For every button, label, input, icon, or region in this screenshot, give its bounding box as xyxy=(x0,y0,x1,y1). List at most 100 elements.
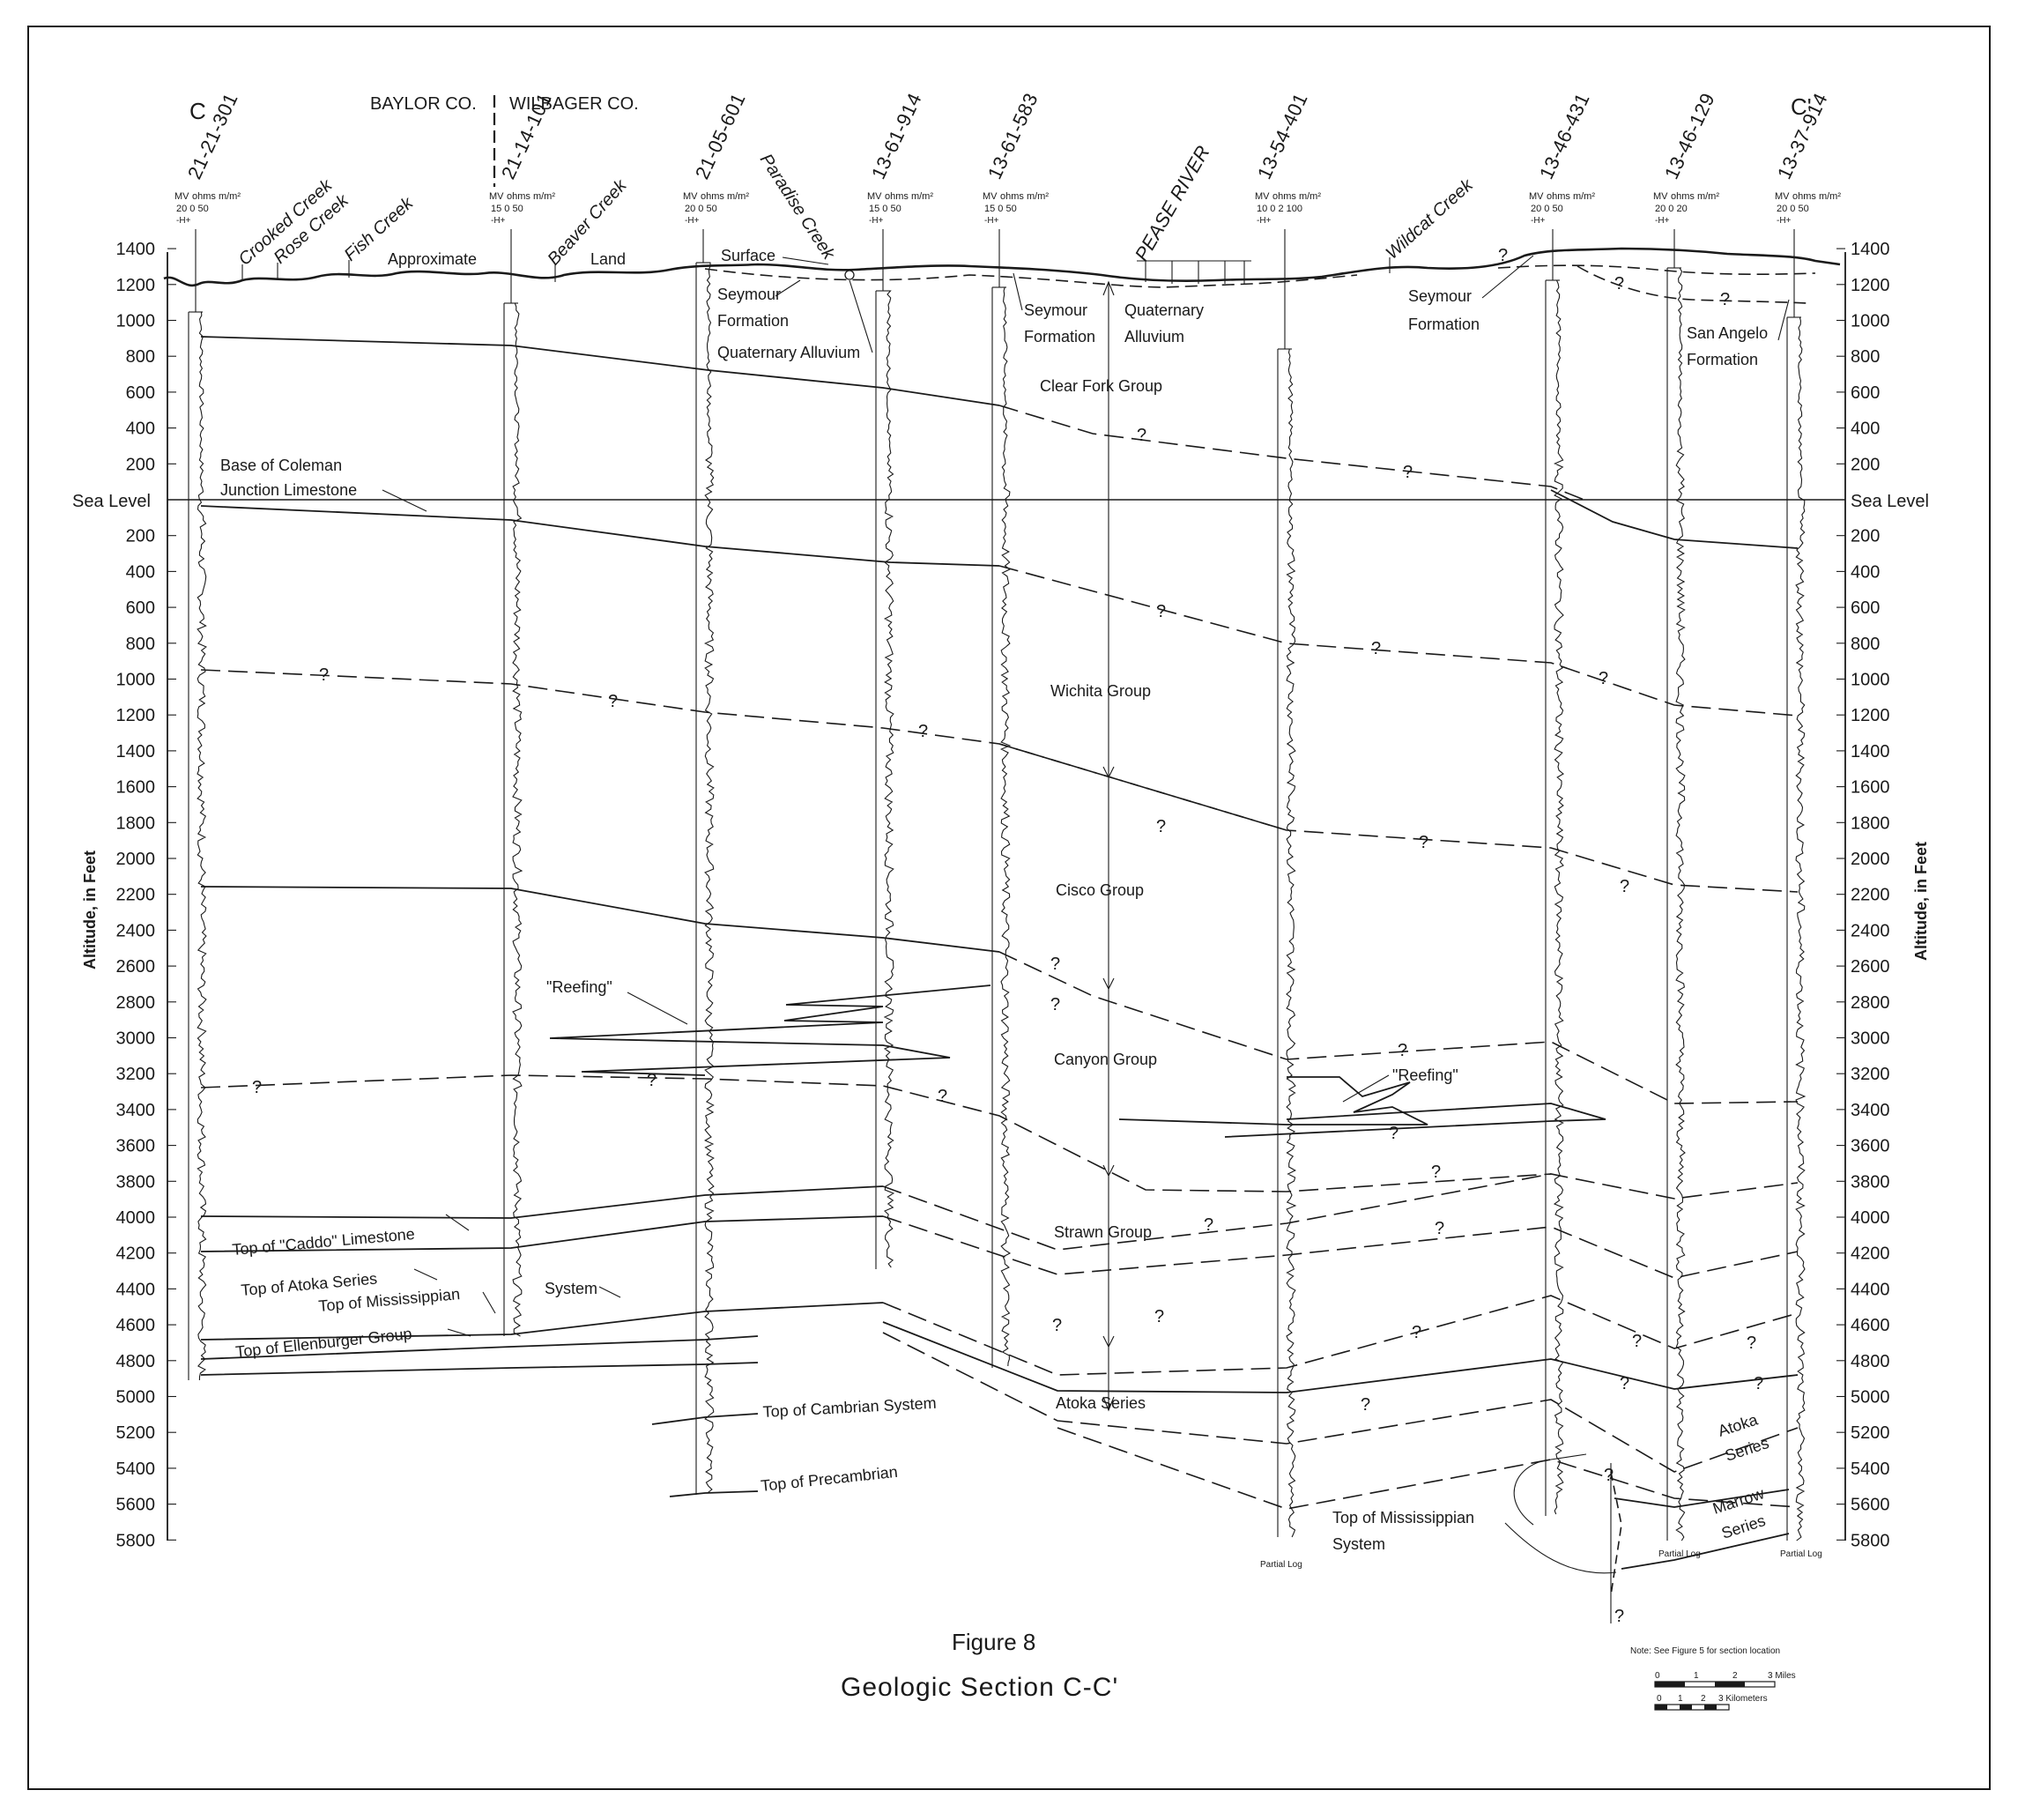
mv-label: MV xyxy=(174,191,189,202)
label-canyon: Canyon Group xyxy=(1054,1051,1157,1068)
well-header-5: MV ohms m/m² 15 0 50 -H+ xyxy=(983,191,1049,226)
label-partial-log-1: Partial Log xyxy=(1260,1560,1302,1570)
label-atoka-series-east: Series xyxy=(1723,1434,1771,1465)
left-tick-label: 200 xyxy=(126,455,155,474)
polarity: -H+ xyxy=(491,216,506,226)
label-atoka-series: Atoka Series xyxy=(1056,1394,1146,1412)
miles-tick-1: 1 xyxy=(1694,1671,1699,1681)
contact-ellenburger xyxy=(200,1362,759,1376)
question-mark: ? xyxy=(1419,833,1428,852)
right-tick-label: 3600 xyxy=(1851,1137,1890,1156)
question-mark: ? xyxy=(1398,1041,1407,1060)
left-tick-label: 3000 xyxy=(116,1029,156,1049)
right-tick-label: 1400 xyxy=(1851,742,1890,761)
km-label: 3 Kilometers xyxy=(1718,1694,1768,1704)
km-tick-0: 0 xyxy=(1657,1694,1662,1704)
polarity: -H+ xyxy=(685,216,700,226)
contact-lower-dashed xyxy=(882,1332,1799,1473)
ohms-label: ohms m/m² xyxy=(1792,191,1841,202)
well-log-6 xyxy=(1277,229,1297,1538)
left-tick-label: 5800 xyxy=(116,1531,156,1550)
resistivity-curve xyxy=(1795,316,1807,1541)
label-clear-fork: Clear Fork Group xyxy=(1040,377,1162,395)
right-tick-label: 1200 xyxy=(1851,276,1890,295)
label-top-caddo: Top of "Caddo" Limestone xyxy=(232,1225,416,1259)
polarity: -H+ xyxy=(984,216,999,226)
right-tick-label: 800 xyxy=(1851,347,1880,367)
resistivity-curve xyxy=(883,290,895,1268)
right-tick-label: 5400 xyxy=(1851,1460,1890,1479)
right-tick-label: 3000 xyxy=(1851,1029,1890,1049)
left-tick-label: 4000 xyxy=(116,1208,156,1228)
label-top-miss-system-1: Top of Mississippian xyxy=(1332,1509,1474,1527)
right-tick-label: 4400 xyxy=(1851,1280,1890,1299)
contact-lower-solid xyxy=(882,1321,1799,1393)
stream-wildcat-creek: Wildcat Creek xyxy=(1383,175,1478,264)
contact-caddo-dashed xyxy=(882,1173,1799,1251)
formation-labels: Approximate Land Surface Seymour Formati… xyxy=(220,247,1822,1574)
label-surface: Surface xyxy=(721,247,775,264)
seymour-east-leader xyxy=(1481,255,1534,299)
quaternary-alluvium-box xyxy=(1137,260,1251,284)
contact-wichita-base xyxy=(200,669,1799,893)
polarity: -H+ xyxy=(176,216,191,226)
resistivity-curve xyxy=(197,311,207,1381)
left-tick-label: 2400 xyxy=(116,921,156,940)
land-surface-profile xyxy=(163,247,1841,287)
question-mark: ? xyxy=(938,1087,947,1106)
question-mark: ? xyxy=(1156,602,1166,621)
question-mark: ? xyxy=(1614,274,1624,293)
contact-atoka-dashed xyxy=(882,1295,1799,1376)
left-tick-label: 1000 xyxy=(116,312,156,331)
contact-cisco-dashed xyxy=(998,951,1799,1104)
scale-values: 20 0 50 xyxy=(1777,204,1809,214)
label-atoka: Atoka xyxy=(1716,1410,1761,1440)
left-tick-label: 3200 xyxy=(116,1065,156,1084)
label-seymour-mid: Seymour xyxy=(1024,301,1087,319)
contact-clear-fork xyxy=(200,336,1000,406)
left-tick-label: 200 xyxy=(126,527,155,546)
polarity: -H+ xyxy=(869,216,884,226)
label-quaternary: Quaternary xyxy=(1124,301,1204,319)
right-tick-label: 4600 xyxy=(1851,1316,1890,1335)
right-sea-level-label: Sea Level xyxy=(1851,492,1929,511)
figure-number: Figure 8 xyxy=(952,1629,1035,1655)
ohms-label: ohms m/m² xyxy=(1547,191,1595,202)
san-angelo-base xyxy=(1577,265,1807,304)
contact-coleman-east xyxy=(1550,489,1799,549)
ohms-label: ohms m/m² xyxy=(1000,191,1049,202)
left-tick-label: 1000 xyxy=(116,671,156,690)
question-mark: ? xyxy=(1412,1323,1421,1342)
question-mark: ? xyxy=(608,692,618,711)
well-log-1 xyxy=(188,229,207,1381)
question-mark: ? xyxy=(1154,1307,1164,1326)
label-partial-log-2: Partial Log xyxy=(1658,1549,1701,1559)
well-header-7: MV ohms m/m² 20 0 50 -H+ xyxy=(1529,191,1595,226)
label-wichita: Wichita Group xyxy=(1050,682,1151,700)
label-seymour-west: Seymour xyxy=(717,286,781,303)
question-mark: ? xyxy=(1498,246,1508,265)
well-log-3 xyxy=(695,229,715,1495)
question-mark: ? xyxy=(1050,995,1060,1014)
label-land: Land xyxy=(590,250,626,268)
right-tick-label: 3200 xyxy=(1851,1065,1890,1084)
polarity: -H+ xyxy=(1655,216,1670,226)
right-tick-label: 1000 xyxy=(1851,671,1890,690)
right-tick-label: 5000 xyxy=(1851,1388,1890,1408)
label-san-angelo: San Angelo xyxy=(1687,324,1768,342)
right-tick-label: 5600 xyxy=(1851,1496,1890,1515)
left-tick-label: 4400 xyxy=(116,1280,156,1299)
well-id-6: 13-54-401 xyxy=(1253,90,1312,183)
county-left-label: BAYLOR CO. xyxy=(370,94,477,114)
label-partial-log-3: Partial Log xyxy=(1780,1549,1822,1559)
contact-atoka-top xyxy=(200,1302,884,1341)
question-mark: ? xyxy=(1632,1332,1642,1351)
right-tick-label: 200 xyxy=(1851,527,1880,546)
scale-values: 15 0 50 xyxy=(984,204,1017,214)
seymour-base-line xyxy=(704,268,1358,288)
left-tick-label: 5000 xyxy=(116,1388,156,1408)
contact-caddo xyxy=(200,1185,884,1219)
well-log-5 xyxy=(991,229,1012,1368)
miss-leader xyxy=(482,1291,496,1314)
right-tick-label: 5200 xyxy=(1851,1423,1890,1443)
